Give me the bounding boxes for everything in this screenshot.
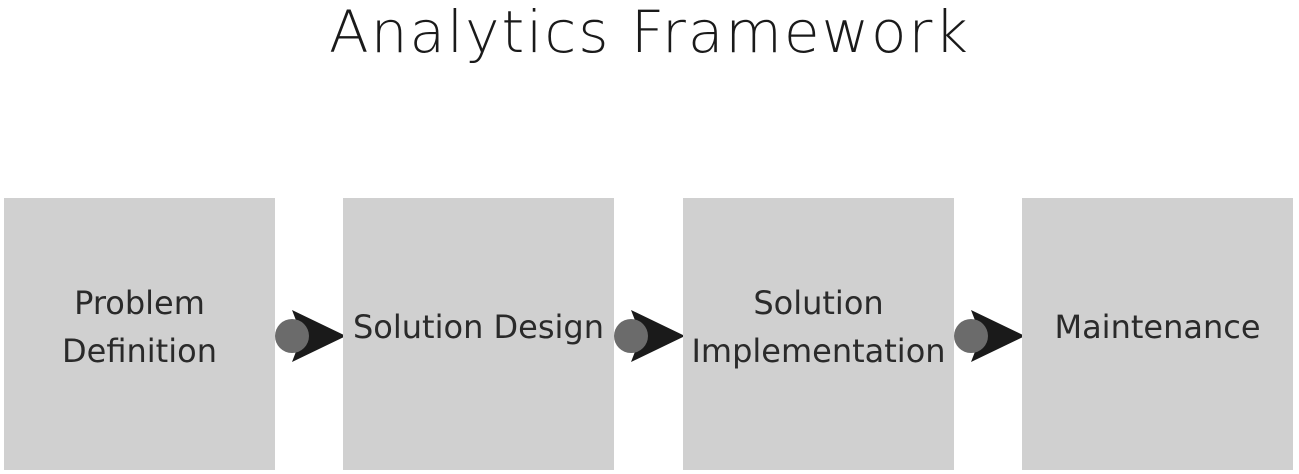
dot-arrow-icon <box>614 310 685 362</box>
arrow-head-icon <box>631 310 685 362</box>
arrow-head-icon <box>292 310 346 362</box>
step-label: Maintenance <box>1054 308 1261 346</box>
connector-dot-icon <box>275 319 309 353</box>
diagram-title: Analytics Framework <box>329 0 970 66</box>
step-box-maintenance: Maintenance <box>1022 198 1293 470</box>
step-label: Solution Implementation <box>691 284 946 370</box>
arrow-head-icon <box>971 310 1025 362</box>
connector-dot-icon <box>614 319 648 353</box>
step-box-solution-implementation: Solution Implementation <box>683 198 954 470</box>
step-label: Problem Definition <box>62 284 217 370</box>
dot-arrow-icon <box>275 310 346 362</box>
step-box-solution-design: Solution Design <box>343 198 614 470</box>
step-label: Solution Design <box>352 308 604 346</box>
connector-dot-icon <box>954 319 988 353</box>
dot-arrow-icon <box>954 310 1025 362</box>
step-box-problem-definition: Problem Definition <box>4 198 275 470</box>
